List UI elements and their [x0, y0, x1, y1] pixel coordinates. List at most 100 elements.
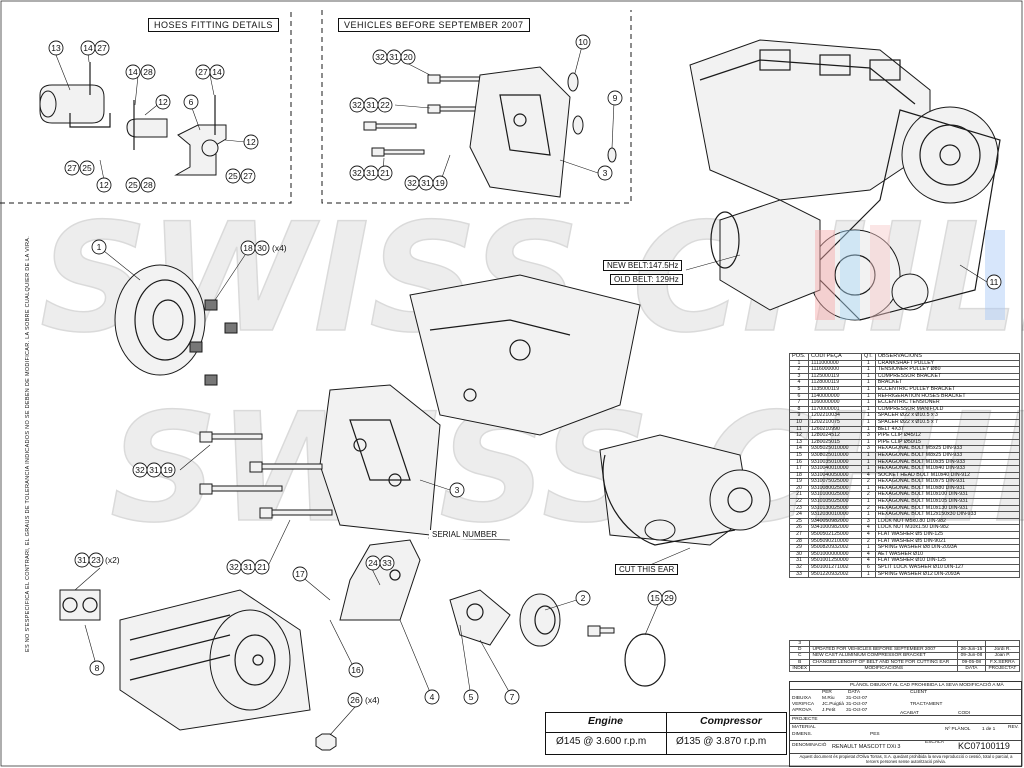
balloon: 31 — [363, 165, 379, 181]
socket-bolts-18 — [189, 299, 238, 386]
balloon: 9 — [607, 90, 623, 106]
balloon: 10 — [575, 34, 591, 50]
svg-text:25: 25 — [128, 180, 138, 190]
title-block: PLÀNOL DIBUIXAT AL CAD PROHIBIDA LA SEVA… — [789, 681, 1022, 767]
balloon: 8 — [89, 660, 105, 676]
engine-label: Engine — [588, 715, 624, 727]
balloon: 27 — [64, 160, 80, 176]
cell-observation: SPRING WASHER Ø12 DIN-2093A — [874, 570, 1021, 579]
qty-note: (x4) — [272, 243, 287, 253]
svg-text:6: 6 — [189, 97, 194, 107]
svg-text:32: 32 — [229, 562, 239, 572]
balloon: 31 — [418, 175, 434, 191]
projecte-label: PROJECTE — [792, 717, 818, 722]
svg-text:5: 5 — [469, 692, 474, 702]
serial-number-label: SERIAL NUMBER — [429, 530, 501, 539]
drawing-number: KC07100119 — [958, 741, 1010, 751]
per-label: PER — [822, 690, 832, 695]
compressor-manifold-8 — [59, 589, 101, 621]
svg-text:16: 16 — [351, 665, 361, 675]
new-belt-note: NEW BELT:147.5Hz — [603, 260, 683, 271]
svg-text:21: 21 — [380, 168, 390, 178]
balloon: 32 — [226, 559, 242, 575]
balloon: 11 — [986, 274, 1002, 290]
engine-front-cover — [409, 274, 641, 436]
pulley-speed-table: Engine Compressor Ø145 @ 3.600 r.p.m Ø13… — [545, 712, 787, 755]
svg-text:32: 32 — [352, 168, 362, 178]
svg-text:27: 27 — [97, 43, 107, 53]
compressor-unit — [119, 589, 311, 731]
balloon: 27 — [94, 40, 110, 56]
balloon: 16 — [348, 662, 364, 678]
balloon: 31 — [146, 462, 162, 478]
svg-text:11: 11 — [990, 277, 999, 287]
compressor-label: Compressor — [700, 715, 762, 727]
cell-qty: 1 — [861, 570, 876, 579]
rev-description: UPDATED FOR VEHICLES BEFORE SEPTEMBER 20… — [809, 646, 959, 654]
svg-text:12: 12 — [246, 137, 256, 147]
balloon: 33 — [379, 555, 395, 571]
balloon: 31 — [386, 49, 402, 65]
balloon: 14 — [125, 64, 141, 80]
svg-text:9: 9 — [613, 93, 618, 103]
cover-disc — [624, 633, 666, 687]
balloon: 12 — [243, 134, 259, 150]
rev-author: F.X.SERRA — [984, 658, 1021, 666]
svg-text:19: 19 — [163, 465, 173, 475]
svg-text:27: 27 — [198, 67, 208, 77]
balloon: 12 — [155, 94, 171, 110]
balloon: 6 — [183, 94, 199, 110]
balloon: 25 — [225, 168, 241, 184]
svg-text:31: 31 — [366, 100, 376, 110]
verifica-by: JC.Puigtià — [822, 702, 844, 707]
balloon: 21 — [254, 559, 270, 575]
rev-description: CHANGED LENGHT OF BELT AND NOTE FOR CUTT… — [809, 658, 959, 666]
svg-text:4: 4 — [430, 692, 435, 702]
svg-text:27: 27 — [67, 163, 77, 173]
balloon: 14 — [80, 40, 96, 56]
aprova-label: APROVA — [792, 708, 812, 713]
verifica-date: 31-Oct-07 — [846, 702, 868, 707]
cell-code: 9501220932002 — [808, 570, 862, 579]
hose-bracket-6 — [174, 95, 227, 176]
rev-footer-mods: MODIFICACIONS — [809, 664, 959, 673]
hoses-fitting-box — [0, 10, 292, 204]
nut-26 — [315, 733, 337, 751]
balloon: 15 — [647, 590, 663, 606]
dimens-label: DIMENS. — [792, 732, 812, 737]
balloon: 28 — [140, 177, 156, 193]
svg-text:23: 23 — [91, 555, 101, 565]
balloon: 14 — [209, 64, 225, 80]
part-balloons: 13 14 27 14 28 27 14 12 6 12 27 25 12 25… — [48, 34, 1002, 708]
balloon: 25 — [125, 177, 141, 193]
qty-note: (x2) — [105, 555, 120, 565]
pipe-clip-12-a — [126, 100, 168, 150]
cut-ear-detail — [599, 434, 771, 546]
balloon: 3 — [449, 482, 465, 498]
rev-index: B — [788, 658, 811, 666]
rev-index: C — [788, 652, 811, 660]
balloon: 24 — [365, 555, 381, 571]
svg-text:3: 3 — [455, 485, 460, 495]
svg-text:8: 8 — [95, 663, 100, 673]
svg-text:32: 32 — [352, 100, 362, 110]
bolts-before-2007 — [363, 74, 481, 157]
data-label: DATA — [848, 690, 861, 695]
svg-text:25: 25 — [82, 163, 92, 173]
dibuixa-label: DIBUIXA — [792, 696, 812, 701]
rev-date: 26-Jun-15 — [957, 646, 986, 654]
svg-text:31: 31 — [149, 465, 159, 475]
material-label: MATERIAL — [792, 725, 816, 730]
svg-text:31: 31 — [77, 555, 87, 565]
cell-qty: 1 — [861, 451, 876, 460]
svg-text:7: 7 — [510, 692, 515, 702]
balloon: 19 — [160, 462, 176, 478]
svg-text:29: 29 — [664, 593, 674, 603]
svg-text:3: 3 — [603, 168, 608, 178]
rev-footer-index: INDEX — [788, 664, 811, 673]
